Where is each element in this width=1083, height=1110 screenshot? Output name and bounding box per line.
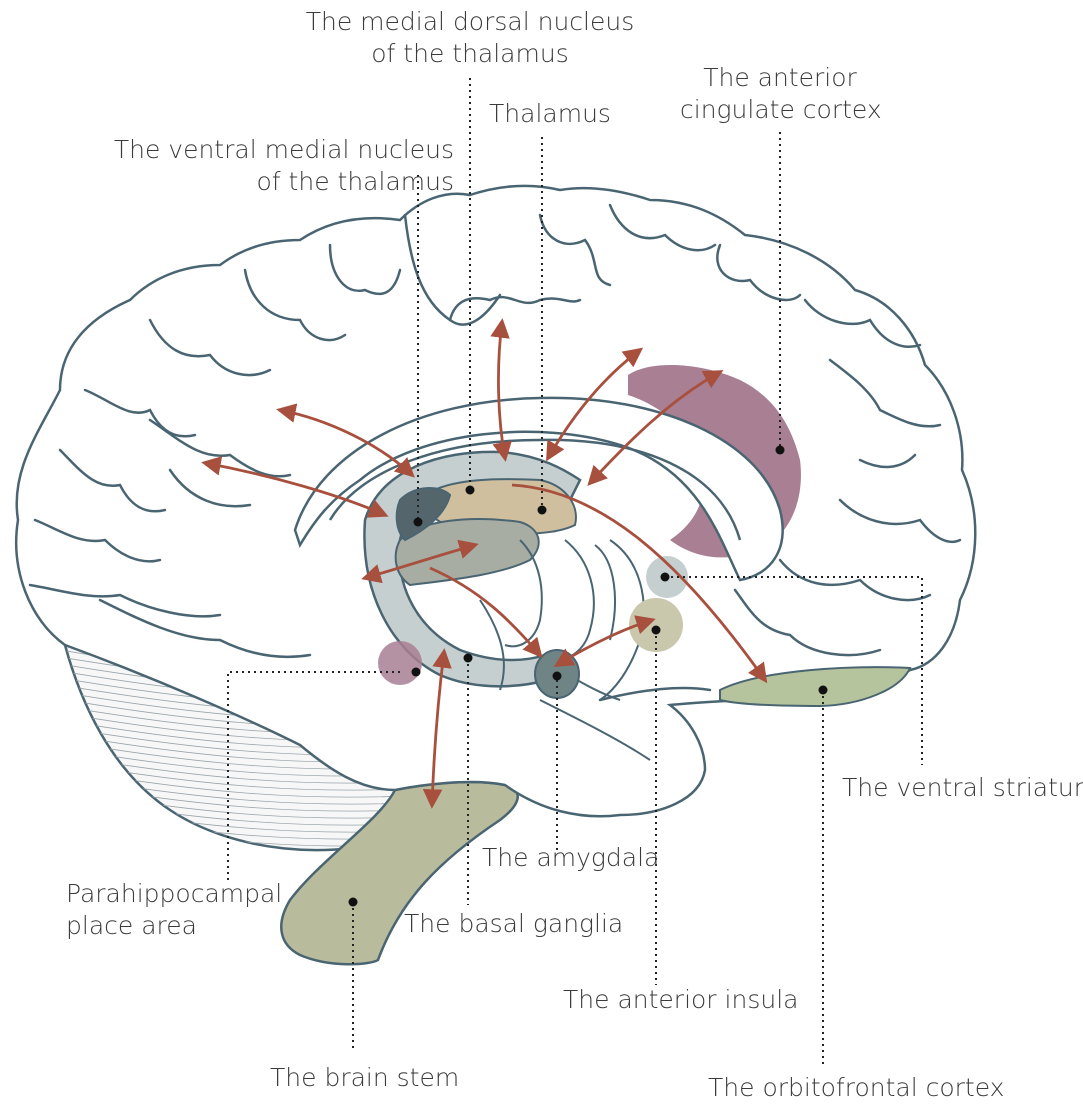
label-anterior-cingulate: The anterior cingulate cortex — [680, 62, 880, 126]
label-line: Thalamus — [470, 98, 630, 130]
label-line: The brain stem — [270, 1062, 460, 1094]
label-line: of the thalamus — [100, 166, 454, 198]
label-line: The amygdala — [482, 842, 662, 874]
label-amygdala: The amygdala — [482, 842, 662, 874]
label-thalamus: Thalamus — [470, 98, 630, 130]
label-line: The anterior — [680, 62, 880, 94]
label-line: Parahippocampal — [66, 878, 286, 910]
label-parahippocampal: Parahippocampal place area — [66, 878, 286, 942]
label-line: The basal ganglia — [404, 908, 614, 940]
label-line: The ventral striatum — [842, 772, 1082, 804]
label-anterior-insula: The anterior insula — [563, 984, 793, 1016]
label-line: place area — [66, 910, 286, 942]
label-brain-stem: The brain stem — [270, 1062, 460, 1094]
label-ventral-medial: The ventral medial nucleus of the thalam… — [100, 134, 454, 198]
label-line: The medial dorsal nucleus — [300, 6, 640, 38]
label-line: The orbitofrontal cortex — [708, 1072, 1008, 1104]
label-ventral-striatum: The ventral striatum — [842, 772, 1082, 804]
label-line: cingulate cortex — [680, 94, 880, 126]
label-orbitofrontal: The orbitofrontal cortex — [708, 1072, 1008, 1104]
parahippocampal-region — [378, 641, 422, 685]
label-medial-dorsal: The medial dorsal nucleus of the thalamu… — [300, 6, 640, 70]
label-basal-ganglia: The basal ganglia — [404, 908, 614, 940]
label-line: The anterior insula — [563, 984, 793, 1016]
label-line: The ventral medial nucleus — [100, 134, 454, 166]
label-line: of the thalamus — [300, 38, 640, 70]
